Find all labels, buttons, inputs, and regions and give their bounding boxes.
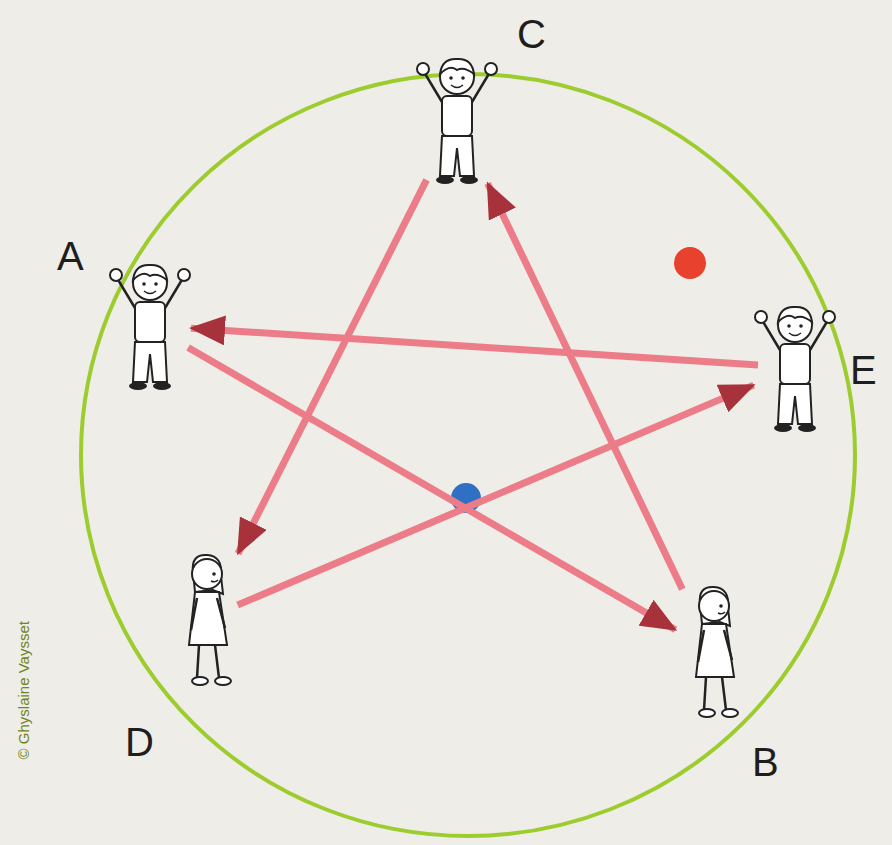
copyright-watermark: © Ghyslaine Vaysset	[16, 621, 33, 759]
child-letter: B	[752, 742, 779, 782]
child-node: A	[105, 258, 195, 393]
child-figure	[755, 307, 835, 432]
child-figure	[110, 265, 190, 390]
child-letter: D	[125, 722, 154, 762]
child-letter: C	[517, 14, 546, 54]
child-letter: E	[850, 350, 877, 390]
play-circle	[81, 74, 855, 836]
child-figure	[189, 555, 231, 685]
child-figure	[417, 59, 497, 184]
throw-arrow	[191, 328, 758, 365]
throw-arrow	[488, 183, 683, 589]
throw-arrow	[238, 180, 427, 554]
red-dot	[674, 247, 706, 279]
child-letter: A	[57, 236, 84, 276]
child-node: E	[750, 300, 840, 435]
child-node: C	[412, 52, 502, 187]
throw-arrow	[188, 348, 675, 630]
child-node: B	[672, 582, 752, 720]
child-node: D	[165, 550, 245, 688]
child-figure	[696, 587, 738, 717]
